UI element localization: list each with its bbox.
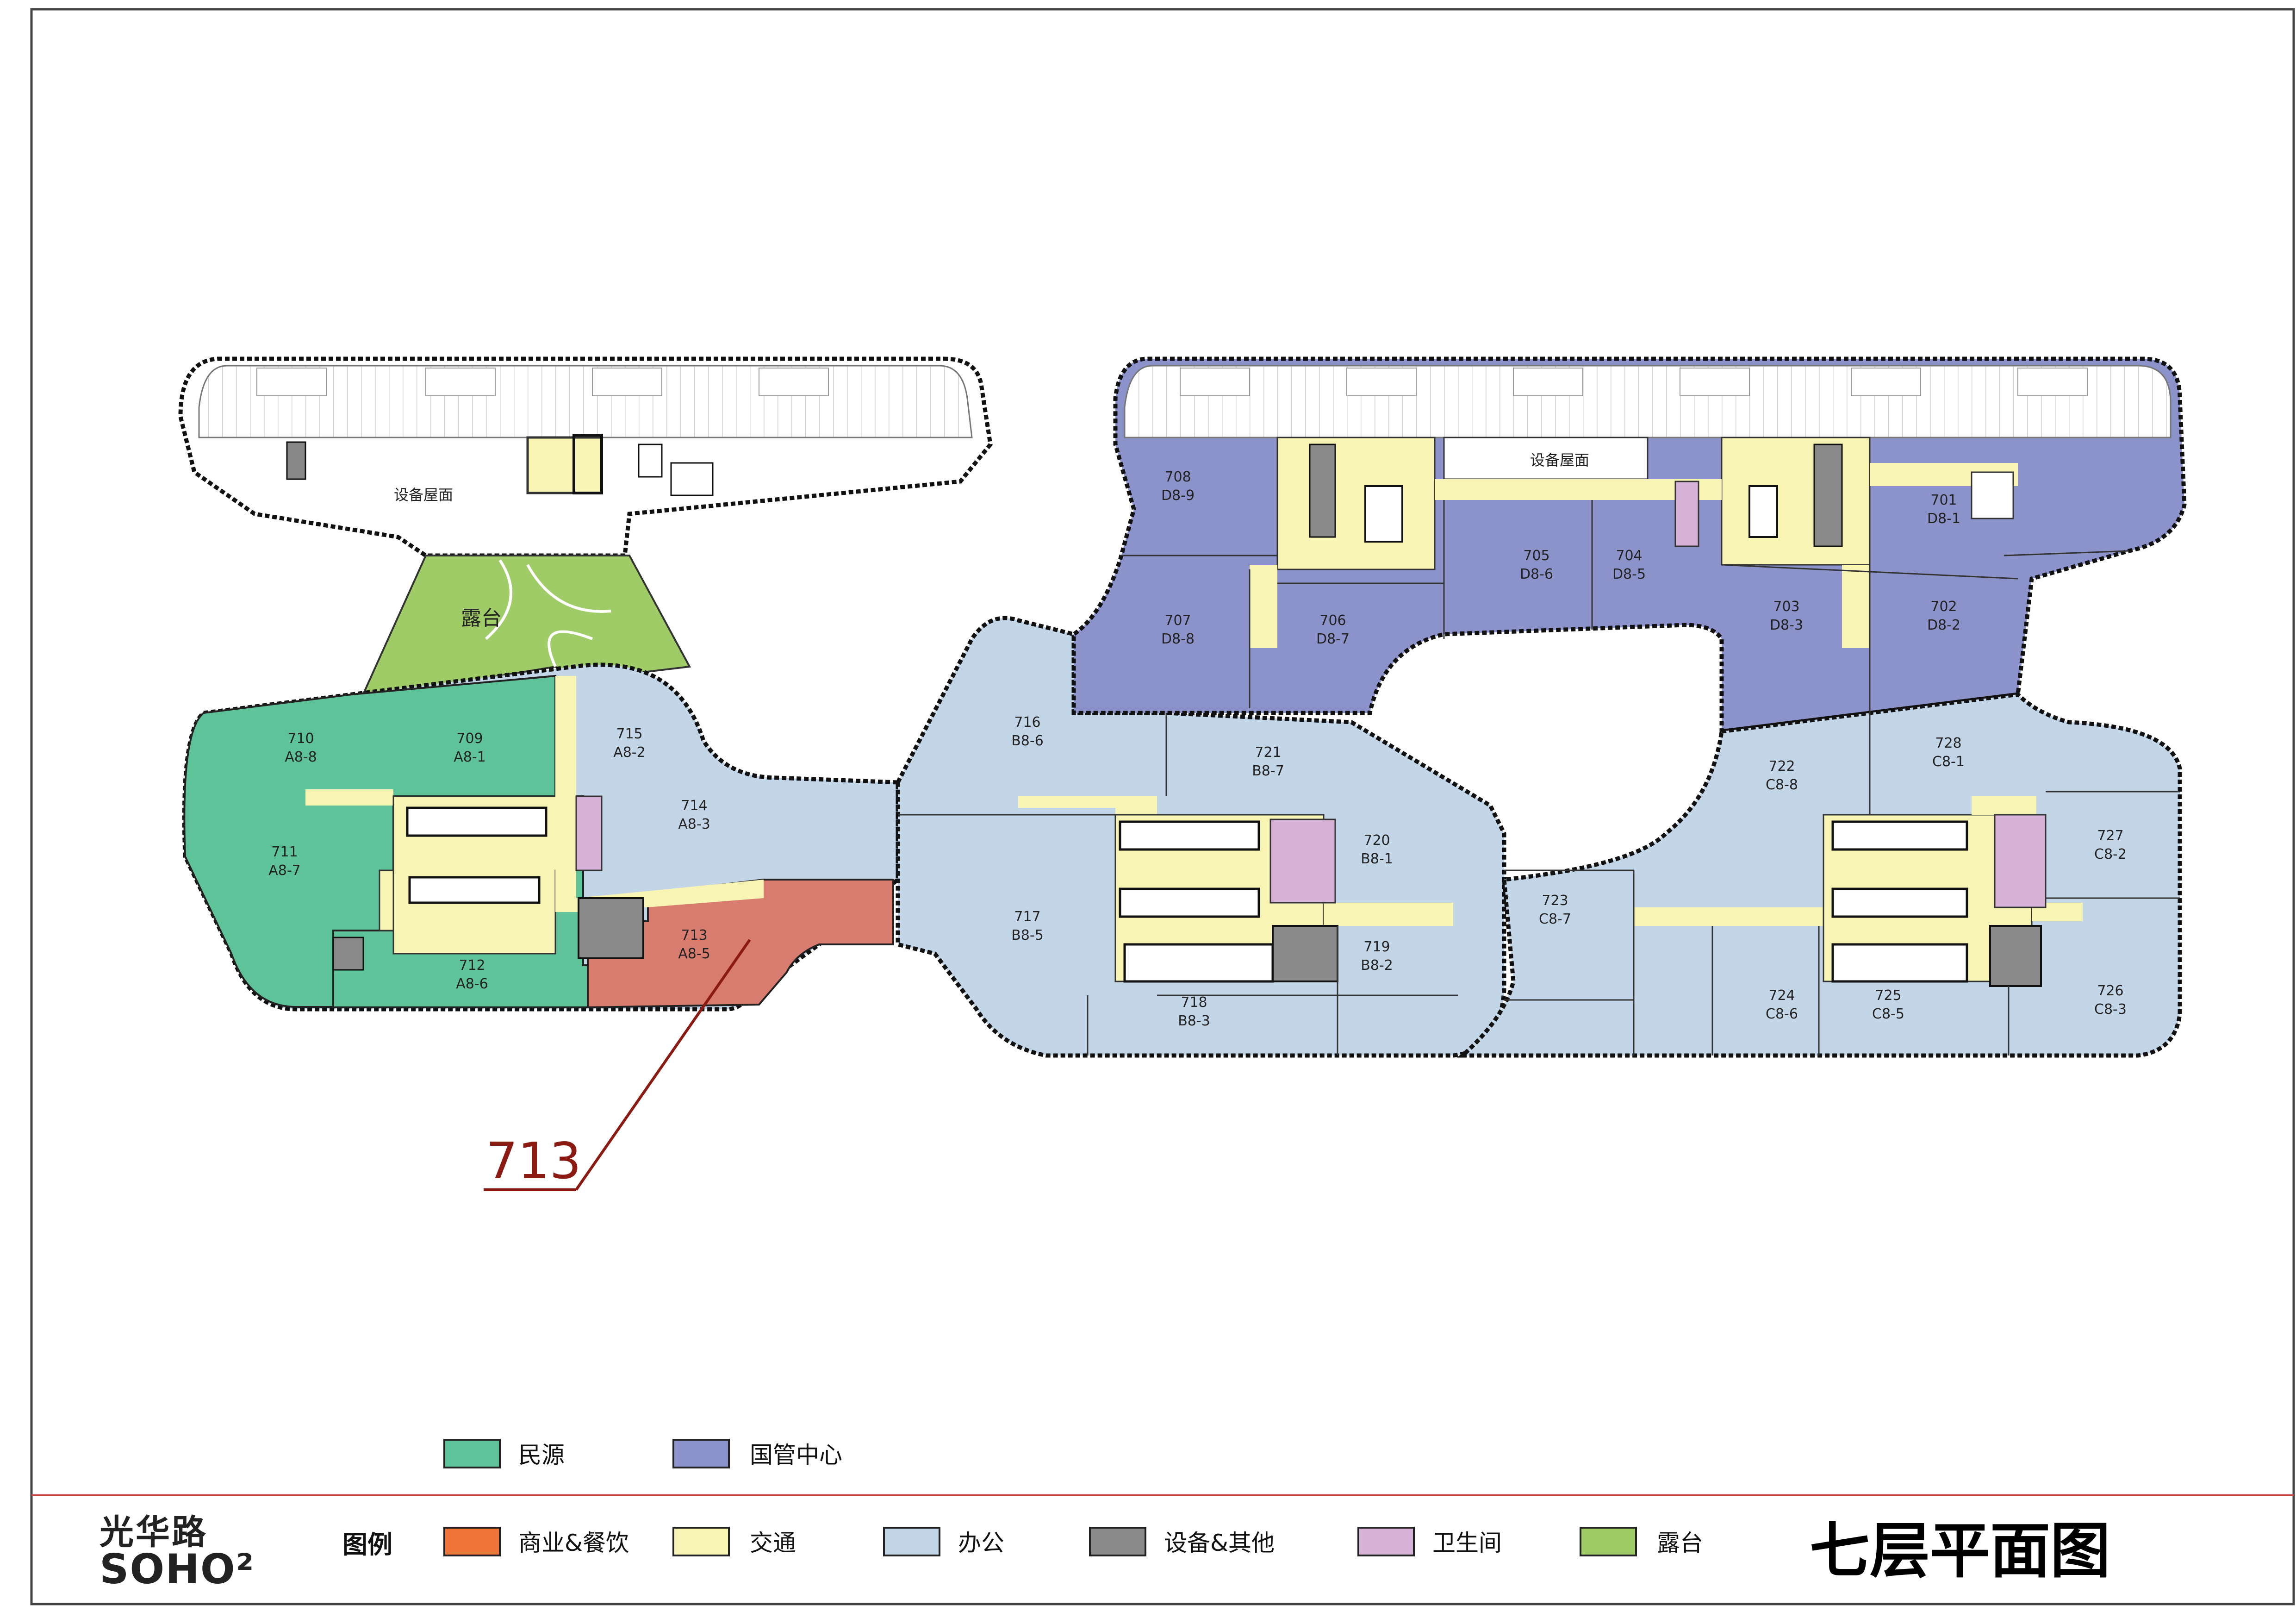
room-number-722: 722	[1768, 758, 1795, 775]
tenant-legend: 民源 国管中心	[443, 1439, 842, 1468]
callout-label: 713	[486, 1132, 581, 1190]
legend-swatch-terrace	[1580, 1527, 1637, 1556]
room-number-713: 713	[681, 927, 707, 943]
room-code-725: C8-5	[1872, 1006, 1904, 1022]
room-code-726: C8-3	[2094, 1001, 2127, 1018]
room-number-711: 711	[271, 844, 298, 860]
room-number-701: 701	[1930, 492, 1957, 508]
legend-swatch-traffic	[672, 1527, 730, 1556]
room-code-708: D8-9	[1161, 487, 1195, 504]
page-frame	[30, 8, 2295, 1605]
legend-swatch-toilet	[1357, 1527, 1415, 1556]
footer: 光华路 SOHO² 图例 商业&餐饮 交通 办公 设备&其他 卫生间 露台 七层…	[100, 1512, 2110, 1593]
legend-label-commercial: 商业&餐饮	[518, 1530, 629, 1556]
room-code-718: B8-3	[1178, 1013, 1210, 1029]
room-code-711: A8-7	[268, 862, 301, 879]
room-number-714: 714	[681, 798, 707, 814]
legend-label-guoguan: 国管中心	[750, 1442, 842, 1468]
legend-swatch-guoguan	[672, 1439, 730, 1468]
room-code-712: A8-6	[456, 976, 488, 992]
room-number-727: 727	[2097, 828, 2123, 844]
room-number-712: 712	[459, 957, 485, 974]
room-code-719: B8-2	[1361, 957, 1393, 974]
legend-swatch-equipment	[1089, 1527, 1146, 1556]
room-number-710: 710	[287, 731, 314, 747]
room-code-715: A8-2	[613, 744, 646, 761]
room-number-723: 723	[1542, 893, 1568, 909]
block-a	[182, 662, 900, 1012]
room-number-703: 703	[1773, 599, 1799, 615]
callout-713: 713	[484, 939, 751, 1191]
logo-line2: SOHO²	[100, 1545, 255, 1593]
room-code-709: A8-1	[454, 749, 486, 765]
room-number-702: 702	[1930, 599, 1957, 615]
room-code-727: C8-2	[2094, 846, 2127, 862]
legend-swatch-minyuan	[443, 1439, 501, 1468]
room-number-725: 725	[1875, 987, 1901, 1004]
room-code-710: A8-8	[285, 749, 317, 765]
room-number-728: 728	[1935, 735, 1961, 751]
room-code-705: D8-6	[1520, 566, 1553, 582]
logo-line1: 光华路	[100, 1512, 208, 1552]
room-code-728: C8-1	[1932, 754, 1965, 770]
room-number-715: 715	[616, 726, 642, 742]
room-number-705: 705	[1523, 548, 1549, 564]
room-code-716: B8-6	[1011, 733, 1044, 749]
legend-label-traffic: 交通	[750, 1530, 796, 1556]
room-code-706: D8-7	[1316, 631, 1350, 647]
room-code-720: B8-1	[1361, 851, 1393, 867]
legend-swatch-office	[883, 1527, 940, 1556]
room-number-720: 720	[1363, 832, 1390, 849]
room-number-709: 709	[456, 731, 483, 747]
room-code-713: A8-5	[678, 946, 710, 962]
room-code-714: A8-3	[678, 816, 710, 832]
equipment-roof-left-label: 设备屋面	[394, 486, 453, 504]
block-c	[1457, 692, 2182, 1058]
room-number-716: 716	[1014, 714, 1040, 731]
left-equipment-roof: 设备屋面	[178, 356, 993, 558]
room-number-717: 717	[1014, 909, 1040, 925]
room-number-719: 719	[1363, 939, 1390, 955]
terrace-label: 露台	[461, 606, 502, 630]
legend-label-equipment: 设备&其他	[1164, 1530, 1275, 1556]
room-code-704: D8-5	[1612, 566, 1646, 582]
room-code-703: D8-3	[1770, 617, 1803, 633]
legend-label-terrace: 露台	[1657, 1530, 1703, 1556]
page-title: 七层平面图	[1810, 1516, 2110, 1586]
room-number-707: 707	[1164, 612, 1191, 629]
room-number-726: 726	[2097, 983, 2123, 999]
legend-label-toilet: 卫生间	[1432, 1530, 1502, 1556]
room-code-717: B8-5	[1011, 927, 1044, 943]
block-d: 设备屋面	[1071, 356, 2187, 734]
room-code-707: D8-8	[1161, 631, 1195, 647]
room-code-722: C8-8	[1766, 777, 1798, 793]
room-code-723: C8-7	[1539, 911, 1571, 927]
room-code-721: B8-7	[1252, 763, 1284, 779]
room-number-704: 704	[1616, 548, 1642, 564]
legend-label-minyuan: 民源	[518, 1442, 565, 1468]
equipment-roof-right-label: 设备屋面	[1530, 451, 1589, 469]
room-number-708: 708	[1164, 469, 1191, 485]
room-code-702: D8-2	[1927, 617, 1960, 633]
room-code-701: D8-1	[1927, 511, 1960, 527]
room-code-724: C8-6	[1766, 1006, 1798, 1022]
room-number-718: 718	[1181, 994, 1207, 1011]
room-number-706: 706	[1319, 612, 1346, 629]
block-b	[896, 616, 1506, 1058]
legend-label-office: 办公	[958, 1530, 1004, 1556]
room-number-724: 724	[1768, 987, 1795, 1004]
room-number-721: 721	[1255, 744, 1281, 761]
legend-swatch-commercial	[443, 1527, 501, 1556]
legend-title: 图例	[342, 1530, 392, 1559]
